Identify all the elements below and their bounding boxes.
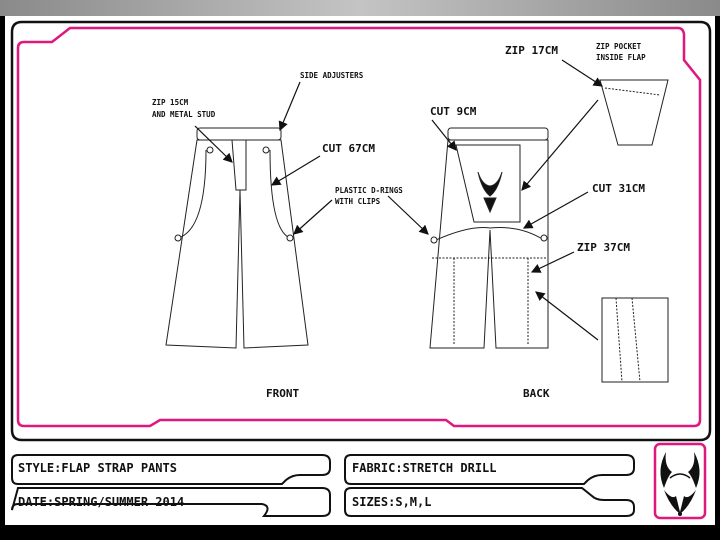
zip-pocket-detail (599, 79, 669, 146)
logo-frame (653, 442, 707, 520)
callout-cut-9: CUT 9CM (430, 105, 477, 118)
view-label-front: FRONT (266, 387, 299, 400)
horned-mask-logo-icon (660, 452, 700, 516)
view-label-back: BACK (523, 387, 550, 400)
front-view-pants (165, 127, 309, 349)
callout-zip-37: ZIP 37CM (577, 241, 630, 254)
accent-frame (16, 26, 702, 428)
hem-zip-detail (601, 297, 669, 383)
callout-zip-pocket-line1: ZIP POCKET (596, 42, 642, 51)
fabric-box (344, 454, 635, 485)
sizes-box (344, 487, 635, 517)
outer-frame (10, 20, 712, 442)
date-value: DATE:SPRING/SUMMER 2014 (18, 495, 184, 509)
callout-d-rings-line1: PLASTIC D-RINGS (335, 186, 403, 195)
callout-arrows (194, 59, 604, 341)
callout-zip-17: ZIP 17CM (505, 44, 558, 57)
callout-cut-67: CUT 67CM (322, 142, 375, 155)
fabric-value: FABRIC:STRETCH DRILL (352, 461, 497, 475)
callout-zip-pocket-line2: INSIDE FLAP (596, 53, 646, 62)
callout-zip-15-line1: ZIP 15CM (152, 98, 189, 107)
sizes-value: SIZES:S,M,L (352, 495, 431, 509)
date-box (11, 487, 331, 517)
style-box (11, 454, 331, 485)
style-value: STYLE:FLAP STRAP PANTS (18, 461, 177, 475)
callout-side-adjusters: SIDE ADJUSTERS (300, 71, 364, 80)
top-bar (0, 0, 720, 16)
callout-zip-15-line2: AND METAL STUD (152, 110, 216, 119)
callout-d-rings-line2: WITH CLIPS (335, 197, 381, 206)
callout-cut-31: CUT 31CM (592, 182, 645, 195)
back-view-pants (429, 127, 549, 349)
flap-logo-icon (477, 171, 503, 214)
